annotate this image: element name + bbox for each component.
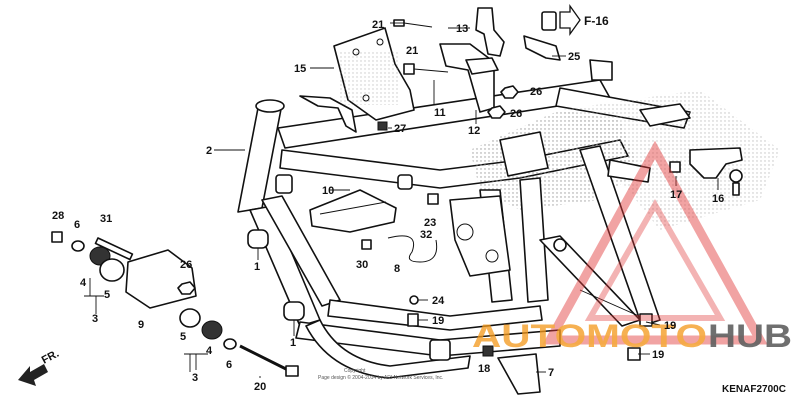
callout-1-upper: 1 [254,261,260,273]
component-parts [51,7,743,395]
callout-16: 16 [712,193,724,205]
callout-3-right: 3 [192,372,198,384]
callout-10: 10 [322,185,334,197]
front-arrow-icon [18,364,48,386]
callout-28: 27 [394,123,406,135]
callout-21-mid: 21 [406,45,418,57]
callout-6-right: 6 [226,359,232,371]
watermark-brand-left: AUTOMOTO [472,318,707,354]
callout-11: 11 [434,107,446,119]
copyright-line1: Copyright [344,368,366,374]
reference-label: F-16 [584,14,609,28]
callout-26-a: 26 [530,86,542,98]
callout-25: 24 [432,295,445,307]
callout-27: 28 [52,210,64,222]
callout-4-right: 4 [206,345,213,357]
frame-assembly [237,59,780,379]
callout-19-a: 19 [664,320,676,332]
callout-22: 20 [254,381,266,393]
front-arrow: FR. [18,348,61,386]
callout-32: 32 [420,229,432,241]
callout-3-left: 3 [92,313,98,325]
callout-9: 9 [138,319,144,331]
callout-18: 18 [478,363,490,375]
callout-labels: 21 13 15 21 15 27 11 12 26 26 25 2 10 23… [52,19,724,393]
front-label: FR. [40,348,61,367]
diagram-code: KENAF2700C [722,384,786,395]
callout-20: 19 [432,315,444,327]
watermark-triangle [542,140,768,345]
callout-2: 2 [206,145,212,157]
callout-19-b: 19 [652,349,664,361]
copyright-line2: Page design © 2004-2014 by ARI Network S… [318,374,443,381]
callout-31: 31 [100,213,112,225]
callout-15: 15 [294,63,306,75]
callout-4-left: 4 [80,277,87,289]
callout-21-top: 21 [372,19,384,31]
reference-arrow: F-16 [559,3,609,37]
callout-26-left: 26 [180,259,192,271]
callout-30: 30 [356,259,368,271]
callout-1-lower: 1 [290,337,296,349]
callout-13: 13 [456,23,468,35]
callout-8: 8 [394,263,400,275]
callout-24: 25 [568,51,580,63]
callout-5-left: 5 [104,289,110,301]
callout-6-left: 6 [74,219,80,231]
callout-5-right: 5 [180,331,186,343]
callout-17: 17 [670,189,682,201]
watermark: AUTOMOTO HUB [472,140,792,354]
watermark-brand-right: HUB [708,318,792,354]
leader-lines [84,22,719,378]
callout-12: 12 [468,125,480,137]
callout-23: 23 [424,217,436,229]
callout-26-b: 26 [510,108,522,120]
callout-7: 7 [548,367,554,379]
